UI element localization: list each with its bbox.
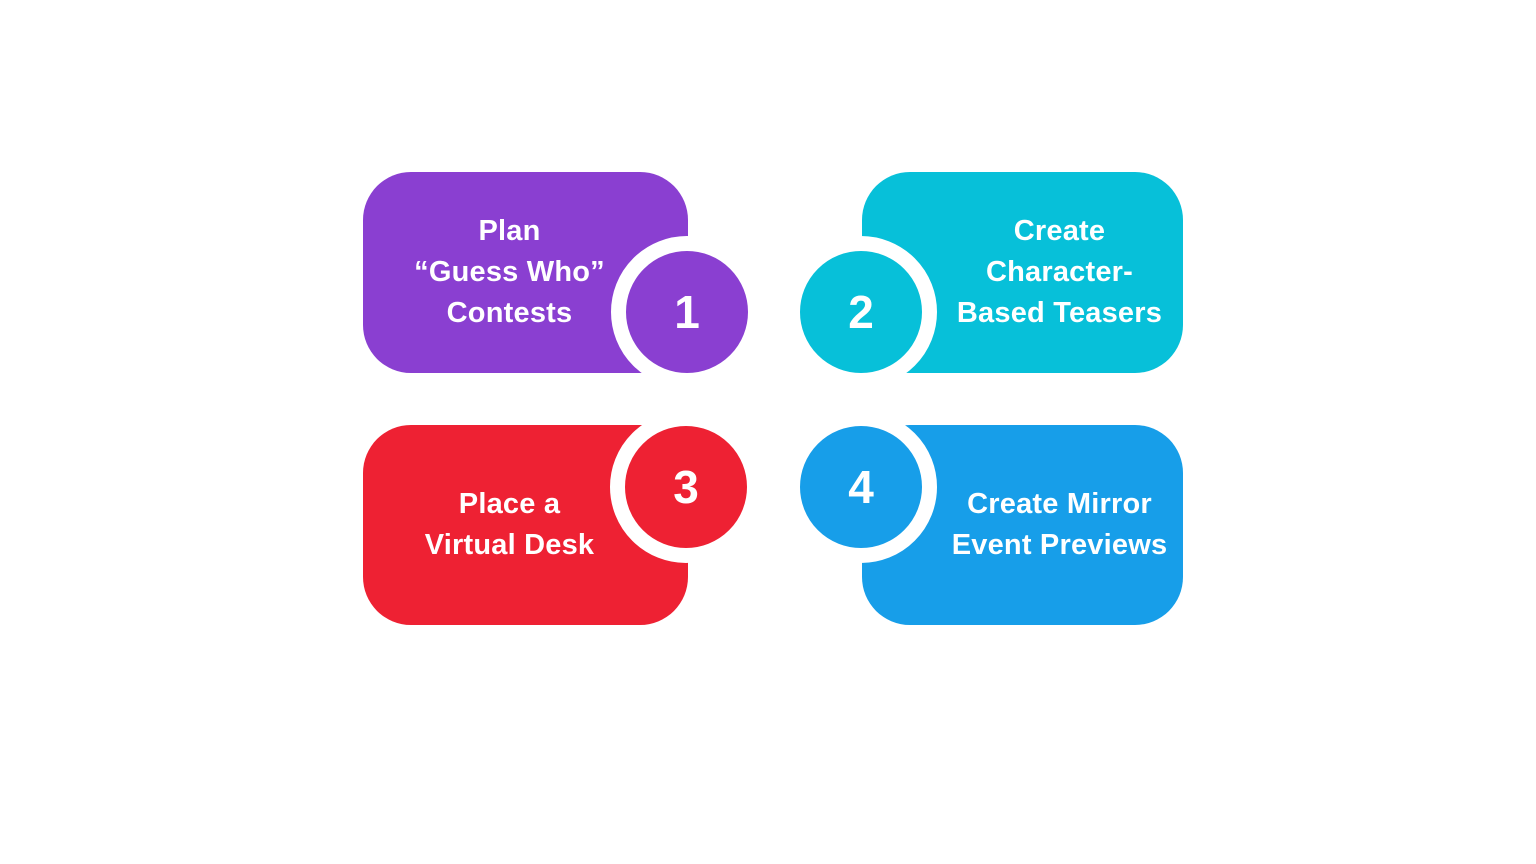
step-4-number: 4 (848, 461, 874, 513)
step-3-number-badge: 3 (610, 411, 762, 563)
step-3-line-2: Virtual Desk (424, 529, 595, 561)
step-1-line-1: Plan (478, 215, 541, 247)
step-3-text: Place a Virtual Desk (425, 484, 595, 566)
step-3-line-1: Place a (458, 488, 561, 520)
step-4-line-2: Event Previews (951, 529, 1168, 561)
step-3-number: 3 (673, 461, 699, 513)
step-2-line-3: Based Teasers (956, 297, 1163, 329)
step-2-line-2: Character- (985, 256, 1134, 288)
step-2-text: Create Character- Based Teasers (957, 211, 1162, 334)
step-1-number: 1 (674, 286, 700, 338)
step-4-text: Create Mirror Event Previews (952, 484, 1168, 566)
step-1-number-badge: 1 (611, 236, 763, 388)
step-2-number-badge: 2 (785, 236, 937, 388)
step-4-line-1: Create Mirror (967, 488, 1152, 520)
step-1-line-2: “Guess Who” (414, 256, 605, 288)
step-4-number-badge: 4 (785, 411, 937, 563)
step-1-text: Plan “Guess Who” Contests (414, 211, 605, 334)
step-1-line-3: Contests (446, 297, 573, 329)
step-2-number: 2 (848, 286, 874, 338)
step-2-line-1: Create (1013, 215, 1106, 247)
